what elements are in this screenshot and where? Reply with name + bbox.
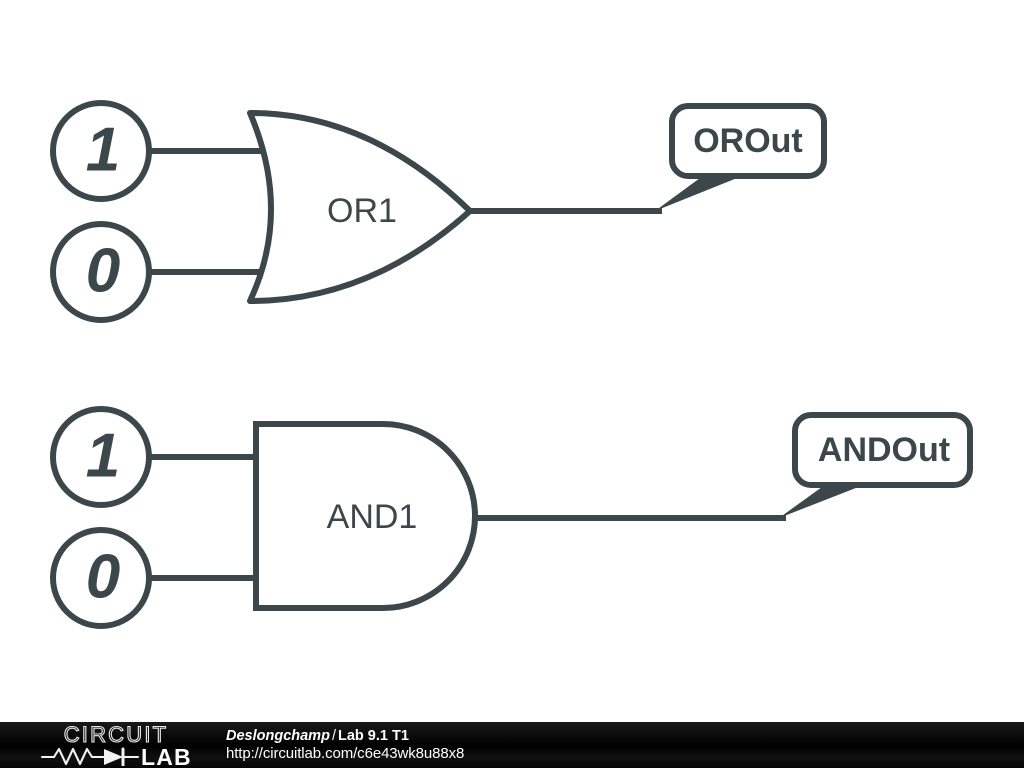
schematic-svg: 1 0 OR1 OROut [50,100,973,629]
and-input-b-circle[interactable] [50,527,152,629]
logo-resistor-diode-icon [40,747,140,766]
and-input-b[interactable]: 0 [50,527,152,629]
or-input-b[interactable]: 0 [50,221,152,323]
or-probe-text: OROut [693,122,803,160]
or-input-a-value: 1 [86,115,120,184]
circuitlab-logo-svg: CIRCUIT LAB [40,724,192,766]
logo-diode-triangle-icon [104,749,123,765]
or-circuit[interactable]: 1 0 OR1 OROut [50,100,827,323]
footer-author: Deslongchamp [226,728,330,745]
or-input-a[interactable]: 1 [50,100,152,202]
schematic-canvas[interactable]: 1 0 OR1 OROut [0,0,1024,722]
circuitlab-logo[interactable]: CIRCUIT LAB [28,722,204,768]
and-input-b-value: 0 [86,542,120,611]
and-input-a[interactable]: 1 [50,406,152,508]
or-probe-box[interactable] [669,103,827,179]
footer-url[interactable]: http://circuitlab.com/c6e43wk8u88x8 [226,744,465,762]
footer-title-line: Deslongchamp/Lab 9.1 T1 [226,728,464,745]
and-probe-box[interactable] [792,412,973,488]
and-input-a-circle[interactable] [50,406,152,508]
footer-bar: CIRCUIT LAB Deslongchamp/Lab 9.1 T1 [0,722,1024,768]
or-input-b-value: 0 [86,236,120,305]
and-input-a-value: 1 [86,421,120,490]
and-gate-label: AND1 [327,498,418,536]
or-probe-label[interactable]: OROut [669,103,827,179]
footer-separator: / [331,728,336,745]
or-gate-shape[interactable] [247,110,473,304]
and-probe-label[interactable]: ANDOut [792,412,973,488]
or-input-b-circle[interactable] [50,221,152,323]
logo-lab-text: LAB [141,744,192,766]
or-input-a-circle[interactable] [50,100,152,202]
logo-circuit-text: CIRCUIT [64,724,169,747]
and-circuit[interactable]: 1 0 AND1 ANDOut [50,406,973,629]
or-gate-label: OR1 [327,192,397,230]
footer-metadata: Deslongchamp/Lab 9.1 T1 http://circuitla… [226,728,464,762]
and-probe-text: ANDOut [818,431,950,469]
footer-project: Lab 9.1 T1 [337,728,409,745]
